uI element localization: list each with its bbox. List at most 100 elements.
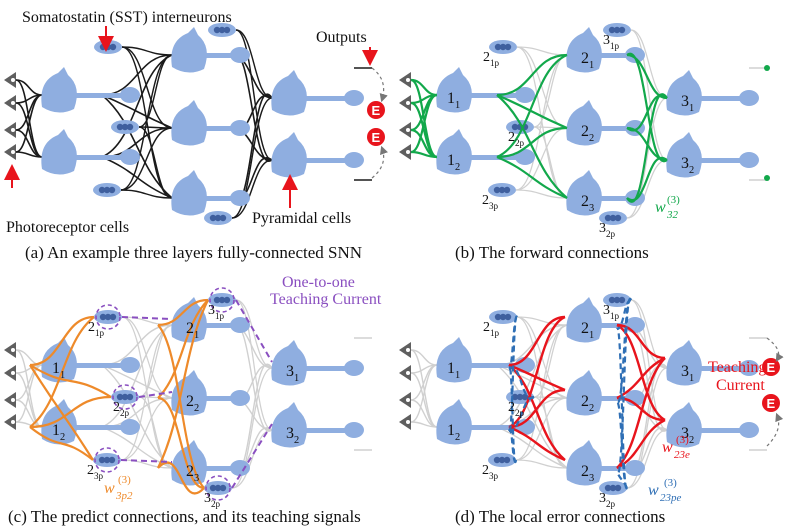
pyr-3-2-soma <box>271 402 307 448</box>
sst-3-2p-bouton <box>604 484 612 492</box>
photoreceptor-1 <box>399 95 411 111</box>
photoreceptor-4-eye <box>11 78 15 82</box>
sst-2-1p-bouton <box>494 43 502 51</box>
svg-text:w: w <box>655 199 666 216</box>
photoreceptor-3-eye <box>11 150 15 154</box>
sst-3-1p-bouton <box>608 26 616 34</box>
fwd-p1-h2 <box>496 155 568 200</box>
photoreceptor-3 <box>399 144 411 160</box>
pyr-2-3-soma <box>566 170 602 216</box>
photoreceptor-3-eye <box>406 420 410 424</box>
pyr-1-2-axon <box>56 155 124 160</box>
wire-p0-h2 <box>101 364 173 469</box>
pyr-3-2-axon <box>681 158 743 163</box>
wire-s0-h0 <box>516 46 568 56</box>
pyr-2-3-axon <box>581 196 629 201</box>
wire-r3-p1 <box>15 79 43 158</box>
wire-s2-h0 <box>515 324 568 461</box>
wire-r2-p1 <box>15 151 43 158</box>
wire-s1-h2 <box>533 396 568 469</box>
teach-ring-3 <box>209 287 235 313</box>
d-out-arrow-2 <box>766 412 784 447</box>
sst-3-1p-bouton <box>613 26 621 34</box>
wire-s2-h1 <box>515 127 568 191</box>
photoreceptor-3-eye <box>406 150 410 154</box>
pyr-2-1-soma <box>566 297 602 343</box>
pred-h1-t0 <box>157 299 209 399</box>
sst-2-1p-bouton <box>494 313 502 321</box>
svg-text:3p2: 3p2 <box>115 490 133 502</box>
pyr-1-2-terminal <box>120 419 140 435</box>
pyr-3-2-terminal <box>739 152 759 168</box>
fwd-p1-h0 <box>496 53 568 159</box>
sst-3-2p-bouton <box>209 214 217 222</box>
pyr-1-1-axon <box>56 363 124 368</box>
photoreceptor-3 <box>399 414 411 430</box>
pyr-3-1-soma <box>271 340 307 386</box>
wire-s2-h0 <box>120 324 173 461</box>
fwd-p1-h1 <box>496 126 568 159</box>
sst-2-2p-bouton <box>121 123 129 131</box>
pyr-3-2-terminal <box>344 422 364 438</box>
weight-w23e-label: w 23e (3) <box>662 434 690 461</box>
sst-2-3p-bouton <box>503 456 511 464</box>
photoreceptor-4-eye <box>406 78 410 82</box>
sst-2-3p-bouton <box>108 186 116 194</box>
wire-t0-o1 <box>235 29 273 161</box>
photoreceptor-1-eye <box>406 101 410 105</box>
pyr-1-1-axon <box>56 93 124 98</box>
pyr-3-2-soma <box>666 402 702 448</box>
sst-2-2p-bouton <box>116 123 124 131</box>
sst-2-1p-bouton <box>499 43 507 51</box>
sst-2-3p-bouton <box>103 186 111 194</box>
caption-a: (a) An example three layers fully-connec… <box>25 243 362 262</box>
teach-ring-0 <box>95 304 121 330</box>
sst-2-3p-bouton <box>503 186 511 194</box>
pyr-3-1-axon <box>286 96 348 101</box>
sst-2-2p-bouton <box>126 393 134 401</box>
sst-2-1p-bouton <box>504 313 512 321</box>
wire-s0-h0 <box>121 46 173 56</box>
error-badge-d1-text: E <box>767 360 776 375</box>
pyr-2-1-axon <box>581 53 629 58</box>
wire-t1-o0 <box>626 367 668 489</box>
wire-s1-h2 <box>138 396 173 469</box>
pyr-3-1-axon <box>286 366 348 371</box>
pyr-2-3-soma <box>566 440 602 486</box>
sst-2-2p-bouton <box>116 393 124 401</box>
outputs-label: Outputs <box>316 29 367 46</box>
pyr-3-1-soma <box>271 70 307 116</box>
pyr-1-2-terminal <box>515 149 535 165</box>
sst-2-2p-bouton <box>516 393 524 401</box>
fwd-p0-h2 <box>496 94 568 199</box>
error-badge-a2 <box>367 128 385 146</box>
pyr-1-2-soma <box>436 129 472 175</box>
pyr-1-1-soma <box>436 337 472 383</box>
pyr-2-2-axon <box>186 126 234 131</box>
photoreceptor-2 <box>4 122 16 138</box>
pyr-3-1-terminal <box>739 90 759 106</box>
pyr-2-2-soma <box>566 100 602 146</box>
fwd-out-2 <box>764 175 770 181</box>
wire-s2-h1 <box>120 127 173 191</box>
wire-t0-o1 <box>235 299 273 431</box>
pyr-3-1-terminal <box>344 90 364 106</box>
err-red-h0-o1 <box>616 323 666 422</box>
pyr-2-1-terminal <box>230 47 250 63</box>
sst-2-3p-bouton <box>98 186 106 194</box>
photoreceptor-3-eye <box>11 420 15 424</box>
wire-s0-h0 <box>516 316 568 326</box>
sst-3-1p-bouton <box>618 26 626 34</box>
sst-2-3p-bouton <box>498 186 506 194</box>
photoreceptor-4 <box>4 72 16 88</box>
pyr-2-1-soma <box>171 27 207 73</box>
pyr-1-1-soma <box>436 67 472 113</box>
pyr-1-1-soma <box>41 67 77 113</box>
pyr-1-1-terminal <box>120 87 140 103</box>
err-blue-t0-h2 <box>615 297 633 475</box>
pyr-2-2-axon <box>581 396 629 401</box>
photoreceptor-2 <box>4 392 16 408</box>
pyr-1-2-soma <box>41 129 77 175</box>
photoreceptor-1 <box>4 365 16 381</box>
